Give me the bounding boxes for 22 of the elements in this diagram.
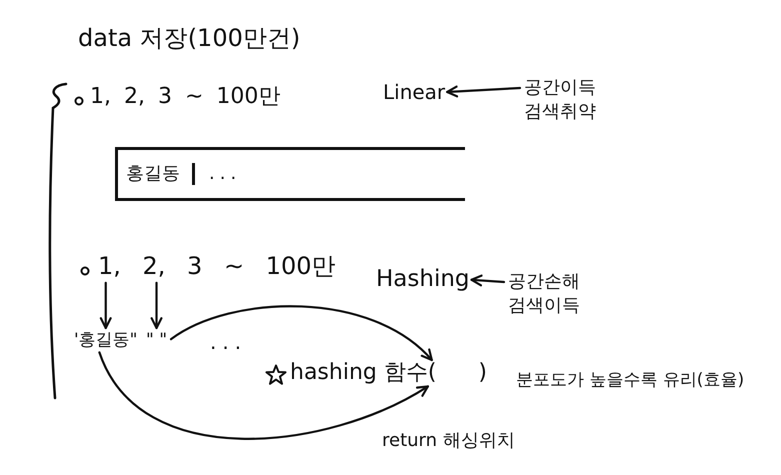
tradeoff-note: 공간손해 검색이득 bbox=[508, 270, 592, 319]
array-box bbox=[115, 147, 465, 201]
number-range: 1, 2, 3 ~ 100만 bbox=[98, 252, 336, 281]
arrow bbox=[100, 282, 112, 330]
ditto-marks: " " bbox=[146, 330, 168, 350]
function-call-text: hashing 함수( ) bbox=[290, 360, 487, 386]
array-entry: 홍길동 bbox=[126, 163, 195, 185]
arrow bbox=[98, 351, 429, 440]
tradeoff-note: 공간이득 검색취약 bbox=[524, 76, 608, 125]
number-range: 1, 2, 3 ~ 100만 bbox=[90, 84, 280, 110]
arrow bbox=[470, 274, 506, 286]
note-text: return 해싱위치 bbox=[382, 430, 515, 452]
method-name: Hashing bbox=[376, 266, 470, 294]
ellipsis-text: ... bbox=[209, 163, 242, 185]
ellipsis-text: ... bbox=[210, 330, 248, 354]
method-name: Linear bbox=[383, 80, 446, 104]
title-text: data 저장(100만건) bbox=[78, 24, 300, 53]
data-value: '홍길동" bbox=[74, 330, 138, 350]
arrow bbox=[446, 86, 522, 98]
note-text: 분포도가 높을수록 유리(효율) bbox=[516, 370, 744, 390]
arrow bbox=[170, 305, 433, 362]
arrow bbox=[150, 282, 162, 330]
